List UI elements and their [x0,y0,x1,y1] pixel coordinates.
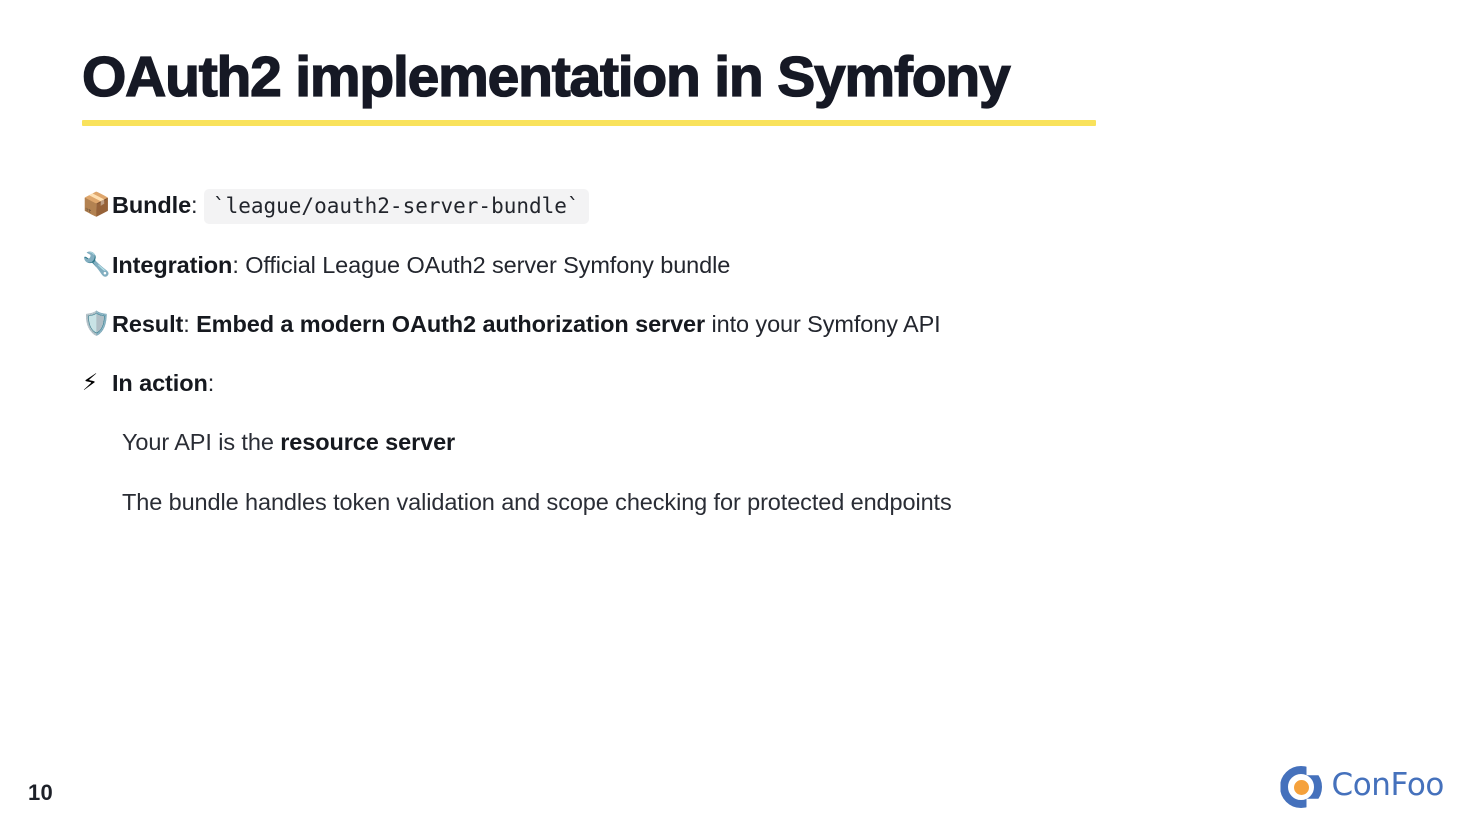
bullet-bundle-text: Bundle: `league/oauth2-server-bundle` [112,186,1372,225]
subitem-2-prefix: The bundle handles token validation and … [122,489,952,515]
bullet-result-emphasis: Embed a modern OAuth2 authorization serv… [196,311,706,337]
bullet-integration-separator: : [232,252,246,278]
bullet-in-action-separator: : [207,370,215,396]
bullet-integration-label: Integration [112,252,233,278]
bullet-integration-body: Official League OAuth2 server Symfony bu… [245,252,731,278]
confoo-c-mark-icon [1280,766,1323,808]
page-title: OAuth2 implementation in Symfony [81,45,1011,109]
shield-emoji: 🛡️ [82,311,111,337]
title-underline-rule [82,119,1096,126]
bullet-integration-text: Integration: Official League OAuth2 serv… [112,246,1372,284]
page-number: 10 [28,780,54,805]
content-body: 📦 Bundle: `league/oauth2-server-bundle` … [82,186,1372,543]
bullet-bundle-label: Bundle [112,192,192,218]
confoo-logo: ConFoo [1280,766,1444,808]
bullet-in-action-label: In action [112,370,208,396]
bullet-result-separator: : [183,311,197,337]
bullet-in-action: ⚡ In action: [82,364,1372,402]
logo-ring-shape [1280,766,1323,808]
bullet-result-text: Result: Embed a modern OAuth2 authorizat… [112,305,1372,343]
lightning-emoji: ⚡ [82,370,99,396]
logo-dot-shape [1293,779,1309,795]
bullet-result-body: into your Symfony API [705,311,941,337]
bullet-in-action-text: In action: [112,364,1372,402]
wrench-emoji: 🔧 [82,252,111,278]
bullet-integration: 🔧 Integration: Official League OAuth2 se… [82,246,1372,284]
list-item: The bundle handles token validation and … [122,483,1372,521]
list-item: Your API is the resource server [122,423,1372,461]
bundle-package-code: `league/oauth2-server-bundle` [203,189,589,224]
title-block: OAuth2 implementation in Symfony [81,45,1182,126]
subitem-1-prefix: Your API is the [122,429,281,455]
bullet-bundle: 📦 Bundle: `league/oauth2-server-bundle` [82,186,1372,225]
bullet-bundle-separator: : [191,192,198,218]
package-emoji: 📦 [82,192,111,218]
subitem-1-emphasis: resource server [280,429,456,455]
confoo-wordmark: ConFoo [1331,767,1444,803]
in-action-subitems: Your API is the resource server The bund… [122,423,1372,521]
bullet-result: 🛡️ Result: Embed a modern OAuth2 authori… [82,305,1372,343]
bullet-result-label: Result [112,311,184,337]
